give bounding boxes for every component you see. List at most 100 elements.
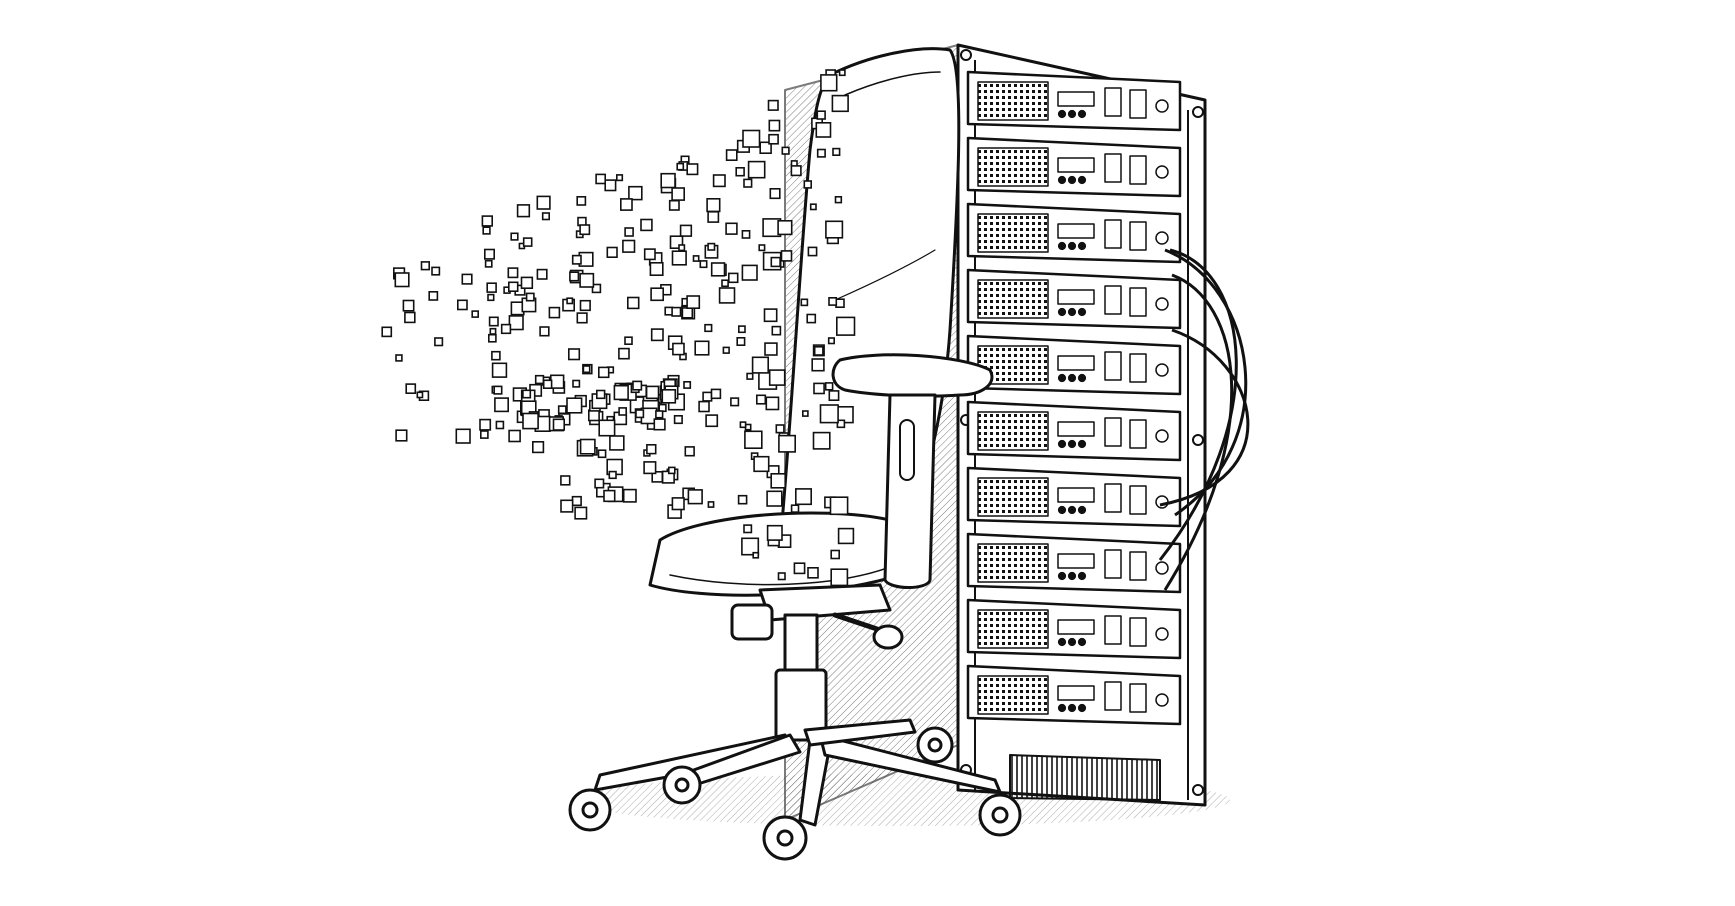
status-led-icon	[1057, 505, 1067, 515]
pixel-fragment	[597, 449, 607, 459]
server-unit	[966, 202, 1182, 264]
pixel-fragment	[618, 347, 630, 360]
status-led-icon	[1057, 637, 1067, 647]
pixel-fragment	[718, 287, 736, 304]
pixel-fragment	[576, 196, 587, 206]
pixel-fragment	[766, 524, 783, 541]
port-icon	[1104, 219, 1122, 249]
port-icon	[1104, 153, 1122, 183]
port-icon	[1104, 285, 1122, 315]
pixel-fragment	[566, 297, 574, 305]
status-led-icon	[1057, 241, 1067, 251]
pixel-fragment	[622, 239, 636, 253]
pixel-fragment	[595, 173, 606, 185]
pixel-fragment	[683, 380, 692, 389]
pixel-fragment	[828, 390, 840, 401]
pixel-fragment	[536, 195, 551, 210]
pixel-fragment	[671, 306, 682, 317]
pixel-fragment	[576, 312, 588, 324]
pixel-fragment	[706, 198, 721, 213]
pixel-fragment	[835, 316, 856, 336]
pixel-fragment	[582, 365, 591, 374]
pixel-fragment	[806, 313, 817, 324]
screw-icon	[960, 49, 972, 61]
server-unit	[966, 70, 1182, 132]
power-button-icon	[1155, 627, 1169, 641]
pixel-fragment	[686, 163, 699, 176]
status-led-icon	[1067, 175, 1077, 185]
server-unit	[966, 466, 1182, 528]
pixel-fragment	[834, 196, 843, 204]
pixel-fragment	[489, 327, 497, 335]
pixel-fragment	[394, 272, 410, 288]
vent-grille-icon	[977, 675, 1049, 715]
status-led-icon	[1057, 373, 1067, 383]
pixel-fragment	[507, 281, 519, 292]
pixel-fragment	[828, 296, 838, 306]
pixel-fragment	[613, 384, 629, 401]
pixel-fragment	[824, 382, 834, 391]
pixel-fragment	[491, 350, 501, 361]
power-button-icon	[1155, 363, 1169, 377]
pixel-fragment	[635, 409, 645, 419]
pixel-fragment	[766, 490, 783, 507]
status-led-icon	[1067, 241, 1077, 251]
pixel-fragment	[831, 94, 849, 113]
server-unit	[966, 532, 1182, 594]
pixel-fragment	[807, 246, 818, 257]
pixel-fragment	[829, 496, 849, 516]
port-icon	[1104, 483, 1122, 513]
pixel-fragment	[752, 551, 760, 559]
pixel-fragment	[579, 272, 595, 288]
status-led-icon	[1077, 109, 1087, 119]
pixel-fragment	[707, 211, 720, 223]
port-icon	[1129, 617, 1147, 647]
pixel-fragment	[710, 388, 722, 400]
chair-lever	[832, 612, 883, 633]
port-icon	[1129, 155, 1147, 185]
pixel-fragment	[820, 74, 838, 92]
port-icon	[1129, 287, 1147, 317]
pixel-fragment	[698, 400, 710, 413]
status-led-icon	[1077, 571, 1087, 581]
pixel-fragment	[643, 248, 656, 261]
pixel-fragment	[525, 292, 535, 302]
vent-grille-icon	[977, 81, 1049, 121]
pixel-fragment	[702, 391, 713, 402]
pixel-fragment	[735, 167, 745, 177]
port-icon	[1129, 419, 1147, 449]
pixel-fragment	[405, 383, 417, 395]
pixel-fragment	[800, 298, 809, 307]
pixel-fragment	[650, 328, 664, 342]
status-led-icon	[1057, 175, 1067, 185]
pixel-fragment	[742, 129, 761, 148]
pixel-fragment	[650, 287, 664, 302]
pixel-fragment	[793, 562, 806, 575]
pixel-fragment	[579, 438, 596, 455]
pixel-fragment	[487, 293, 495, 302]
server-unit	[966, 268, 1182, 330]
pixel-fragment	[520, 276, 534, 289]
pixel-fragment	[487, 333, 497, 343]
port-icon	[1104, 417, 1122, 447]
status-led-icon	[1057, 109, 1067, 119]
cable-bundle	[1158, 248, 1250, 591]
pixel-fragment	[624, 336, 633, 346]
pixel-fragment	[830, 568, 849, 587]
pixel-fragment	[825, 220, 844, 239]
pixel-fragment	[604, 179, 617, 192]
pixel-fragment-icon	[381, 69, 856, 587]
pixel-fragment	[510, 232, 519, 241]
port-icon	[1129, 551, 1147, 581]
pixel-fragment	[780, 250, 793, 262]
pixel-fragment	[811, 358, 825, 372]
pixel-fragment	[416, 391, 424, 399]
pixel-fragment	[567, 348, 581, 361]
pixel-fragment	[764, 342, 778, 356]
pixel-fragment	[488, 316, 499, 327]
pixel-fragment	[803, 180, 812, 189]
pixel-fragment	[481, 215, 493, 227]
pixel-fragment	[395, 354, 403, 362]
chair-base	[593, 718, 1002, 827]
